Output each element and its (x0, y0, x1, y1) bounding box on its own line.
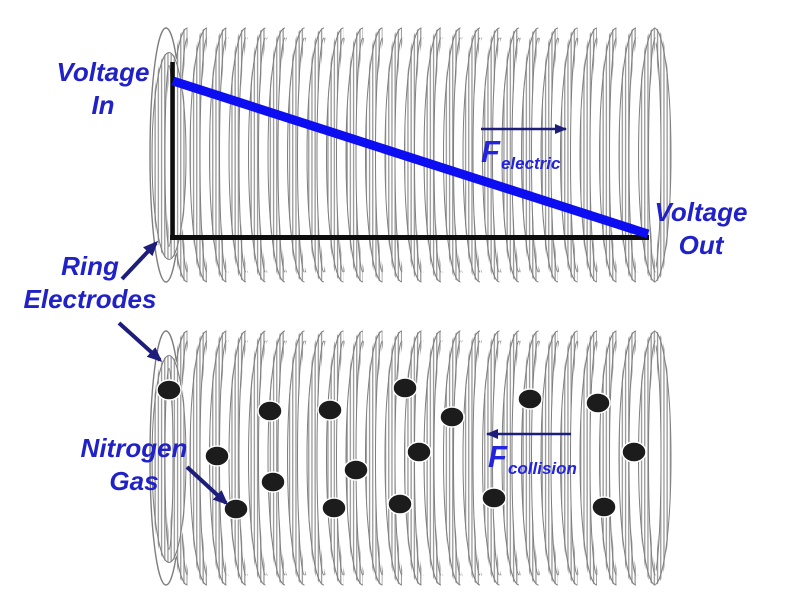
electrode-ring (384, 330, 405, 586)
electrode-ring (326, 27, 347, 283)
electrode-ring (599, 330, 620, 586)
electrode-ring (345, 27, 366, 283)
electrode-ring (365, 27, 386, 283)
gas-molecule-dot (223, 498, 249, 520)
gas-molecule-dot (517, 388, 543, 410)
electrode-ring (651, 27, 672, 283)
voltage-out-line2: Out (678, 229, 724, 260)
gas-molecule-dot (591, 496, 617, 518)
gas-molecule-dot (321, 497, 347, 519)
electrode-ring (287, 27, 308, 283)
electrode-ring (462, 27, 483, 283)
electrode-ring (540, 330, 561, 586)
electrode-ring (560, 27, 581, 283)
drift-tube-bottom (149, 330, 672, 586)
nitrogen-gas-line1: Nitrogen (80, 433, 188, 463)
gas-molecule-dot (621, 441, 647, 463)
electrode-ring (501, 330, 522, 586)
gas-molecule-dot (260, 471, 286, 493)
electrode-ring (638, 27, 659, 283)
f-collision-subscript: collision (507, 459, 577, 478)
nitrogen-gas-arrow (185, 465, 229, 506)
gas-molecule-dot (439, 406, 465, 428)
gas-molecule-dot (585, 392, 611, 414)
f-collision-label: Fcollision (488, 439, 577, 478)
electrode-ring (287, 330, 308, 586)
electrode-ring (521, 330, 542, 586)
electrode-ring (521, 27, 542, 283)
electrode-ring (618, 27, 639, 283)
electrode-ring (482, 330, 503, 586)
electrode-ring (228, 330, 249, 586)
gas-molecule-dot (392, 377, 418, 399)
gas-molecule-dot (481, 487, 507, 509)
gas-molecule-dot (204, 445, 230, 467)
voltage-in-line1: Voltage (56, 57, 150, 87)
f-electric-subscript: electric (500, 154, 561, 173)
electrode-ring (443, 27, 464, 283)
ring-electrodes-line1: Ring (61, 251, 119, 281)
electrode-ring (462, 330, 483, 586)
gas-molecule-dot (406, 441, 432, 463)
ring-electrodes-line2: Electrodes (23, 283, 157, 314)
voltage-out-label: Voltage Out (631, 196, 771, 261)
voltage-out-line1: Voltage (654, 197, 748, 227)
electrode-ring (579, 27, 600, 283)
f-collision-symbol: F (488, 439, 507, 474)
voltage-in-label: Voltage In (33, 56, 173, 121)
electrode-ring (443, 330, 464, 586)
electrode-ring (651, 330, 672, 586)
gas-molecule-dot (156, 379, 182, 401)
nitrogen-gas-label: Nitrogen Gas (54, 432, 214, 497)
electrode-ring (345, 330, 366, 586)
electrode-ring (228, 27, 249, 283)
electrode-ring (209, 27, 230, 283)
gas-molecule-dot (317, 399, 343, 421)
f-electric-symbol: F (481, 134, 500, 169)
electrode-ring (482, 27, 503, 283)
ring-electrodes-arrow-bottom (117, 321, 163, 363)
electrode-ring (248, 330, 269, 586)
electrode-ring (365, 330, 386, 586)
drift-tube-top (149, 27, 672, 283)
electrode-ring (248, 27, 269, 283)
gas-molecule-dot (343, 459, 369, 481)
electrode-ring (267, 330, 288, 586)
electrode-ring (501, 27, 522, 283)
gas-molecule-dot (387, 493, 413, 515)
electrode-ring (579, 330, 600, 586)
electrode-ring (423, 27, 444, 283)
gas-molecule-dot (257, 400, 283, 422)
electrode-ring (306, 27, 327, 283)
electrode-ring (326, 330, 347, 586)
electrode-ring (599, 27, 620, 283)
ring-electrodes-label: Ring Electrodes (10, 250, 170, 315)
voltage-gradient-line (171, 76, 650, 239)
electrode-ring (540, 27, 561, 283)
nitrogen-gas-line2: Gas (109, 465, 159, 496)
electrode-ring (560, 330, 581, 586)
electrode-ring (189, 27, 210, 283)
electrode-ring (189, 330, 210, 586)
gas-dots (156, 377, 647, 520)
ring-electrodes-arrow-top (120, 240, 159, 281)
voltage-in-line2: In (91, 89, 115, 120)
electrode-ring (267, 27, 288, 283)
annotation-arrows (117, 124, 571, 506)
electrode-ring (306, 330, 327, 586)
f-electric-label: Felectric (481, 134, 561, 173)
